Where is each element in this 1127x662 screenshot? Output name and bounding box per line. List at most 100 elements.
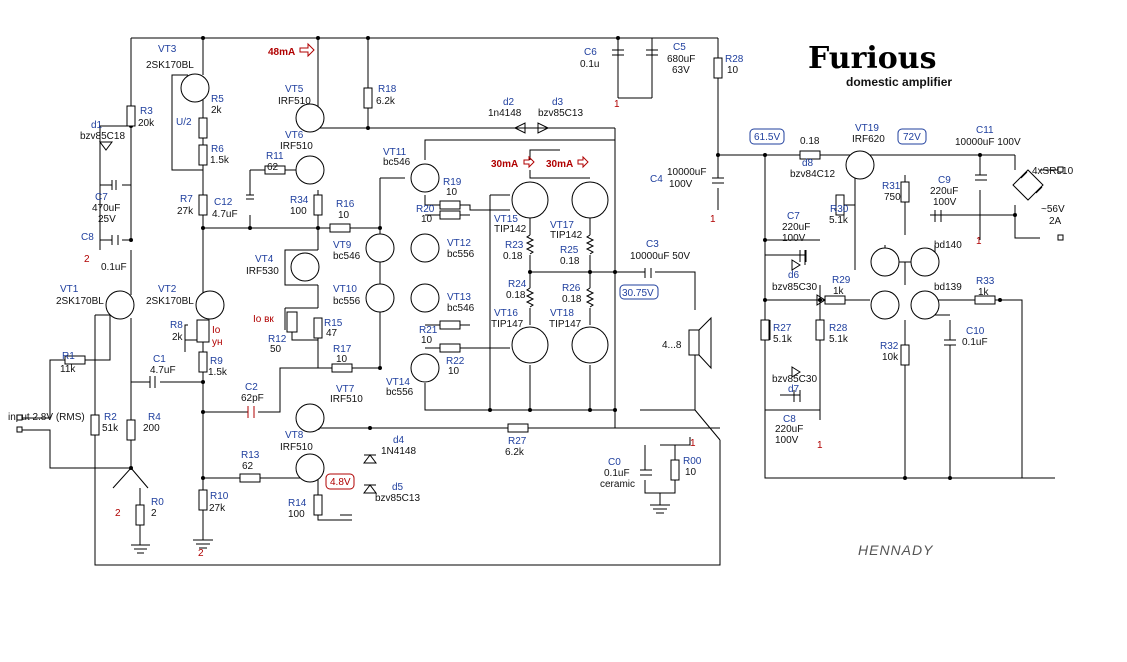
vt14-value: bc556 xyxy=(386,387,414,398)
vt9-label: VT9 xyxy=(333,240,352,251)
current-30ma-a: 30mA xyxy=(491,159,518,170)
bd139-label: bd139 xyxy=(934,282,962,293)
c10-label: C10 xyxy=(966,326,985,337)
r17-label: R17 xyxy=(333,344,352,355)
vt2-value: 2SK170BL xyxy=(146,296,194,307)
c0-value: 0.1uF xyxy=(604,468,630,479)
c12-value: 4.7uF xyxy=(212,209,238,220)
r00-value: 10 xyxy=(685,467,697,478)
subtitle-text: domestic amplifier xyxy=(846,75,952,89)
c8b-volt: 100V xyxy=(775,435,799,446)
r23-value: 0.18 xyxy=(503,251,523,262)
r26-label: R26 xyxy=(562,283,581,294)
r0-value: 2 xyxy=(151,508,157,519)
gnd-ref-2-c: 2 xyxy=(198,548,204,559)
r11-value: 62 xyxy=(267,162,279,173)
r5-label: R5 xyxy=(211,94,224,105)
vt4-value: IRF530 xyxy=(246,266,279,277)
r30-label: R30 xyxy=(830,204,849,215)
d2-value: 1n4148 xyxy=(488,108,522,119)
vt1-value: 2SK170BL xyxy=(56,296,104,307)
r13-label: R13 xyxy=(241,450,260,461)
r15-value: 47 xyxy=(326,328,338,339)
r34-label: R34 xyxy=(290,195,309,206)
vt15-label: VT15 xyxy=(494,214,518,225)
power-resistors xyxy=(525,234,595,308)
r14-value: 100 xyxy=(288,509,305,520)
c1-value: 4.7uF xyxy=(150,365,176,376)
r25-label: R25 xyxy=(560,245,579,256)
r13-value: 62 xyxy=(242,461,254,472)
c7a-label: C7 xyxy=(95,192,108,203)
bridge-value: 4xSR510 xyxy=(1032,166,1074,177)
r00-label: R00 xyxy=(683,456,702,467)
ground-symbols xyxy=(131,504,670,554)
vt12-value: bc556 xyxy=(447,249,475,260)
c10-value: 0.1uF xyxy=(962,337,988,348)
d4-value: 1N4148 xyxy=(381,446,416,457)
capacitor-shapes xyxy=(111,49,987,521)
d2-label: d2 xyxy=(503,97,515,108)
c7b-label: C7 xyxy=(787,211,800,222)
r18-value: 6.2k xyxy=(376,96,396,107)
vt12-label: VT12 xyxy=(447,238,471,249)
gnd-ref-2-a: 2 xyxy=(84,254,90,265)
c8a-value: 0.1uF xyxy=(101,262,127,273)
r33-value: 1k xyxy=(978,287,990,298)
r16-value: 10 xyxy=(338,210,350,221)
c2-value: 62pF xyxy=(241,393,264,404)
r34-value: 100 xyxy=(290,206,307,217)
vt18-value: TIP147 xyxy=(549,319,582,330)
c8a-label: C8 xyxy=(81,232,94,243)
r10-label: R10 xyxy=(210,491,229,502)
r19-label: R19 xyxy=(443,177,462,188)
r24-value: 0.18 xyxy=(506,290,526,301)
vt17-value: TIP142 xyxy=(550,230,583,241)
c11-value: 10000uF 100V xyxy=(955,137,1021,148)
vt3-value: 2SK170BL xyxy=(146,60,194,71)
d8-value: bzv84C12 xyxy=(790,169,835,180)
vt11-value: bc546 xyxy=(383,157,411,168)
r22-label: R22 xyxy=(446,356,465,367)
io-yh-label-2: ун xyxy=(212,337,223,348)
r5-value: 2k xyxy=(211,105,223,116)
r21-label: R21 xyxy=(419,325,438,336)
r27a-value: 6.2k xyxy=(505,447,525,458)
voltage-30v: 30.75V xyxy=(622,288,654,299)
junction-dots xyxy=(129,36,1017,480)
r3-value: 20k xyxy=(138,118,155,129)
r32-label: R32 xyxy=(880,341,899,352)
vt18-label: VT18 xyxy=(550,308,574,319)
author-text: HENNADY xyxy=(858,542,934,558)
c9-volt: 100V xyxy=(933,197,957,208)
c0-label: C0 xyxy=(608,457,621,468)
terminals xyxy=(16,166,1064,433)
c7b-volt: 100V xyxy=(782,233,806,244)
r16-label: R16 xyxy=(336,199,355,210)
r20-value: 10 xyxy=(421,214,433,225)
r6-label: R6 xyxy=(211,144,224,155)
r2-label: R2 xyxy=(104,412,117,423)
vt8-value: IRF510 xyxy=(280,442,313,453)
d7-label: d7 xyxy=(788,384,800,395)
r3-label: R3 xyxy=(140,106,153,117)
speaker-impedance: 4...8 xyxy=(662,340,682,351)
vt1-label: VT1 xyxy=(60,284,79,295)
r33-label: R33 xyxy=(976,276,995,287)
c12-label: C12 xyxy=(214,197,233,208)
d7-value: bzv85C30 xyxy=(772,374,817,385)
resistor-bodies xyxy=(64,57,996,526)
vt10-value: bc556 xyxy=(333,296,361,307)
c6-value: 0.1u xyxy=(580,59,599,70)
transistor-bodies xyxy=(105,73,940,483)
r28a-value: 10 xyxy=(727,65,739,76)
vt5-value: IRF510 xyxy=(278,96,311,107)
d1-label: d1 xyxy=(91,120,103,131)
c8b-value: 220uF xyxy=(775,424,803,435)
vt13-value: bc546 xyxy=(447,303,475,314)
v30-box xyxy=(619,284,659,300)
r12-value: 50 xyxy=(270,344,282,355)
speaker xyxy=(688,316,712,370)
title-text: Furious xyxy=(808,41,937,76)
r6-value: 1.5k xyxy=(210,155,230,166)
